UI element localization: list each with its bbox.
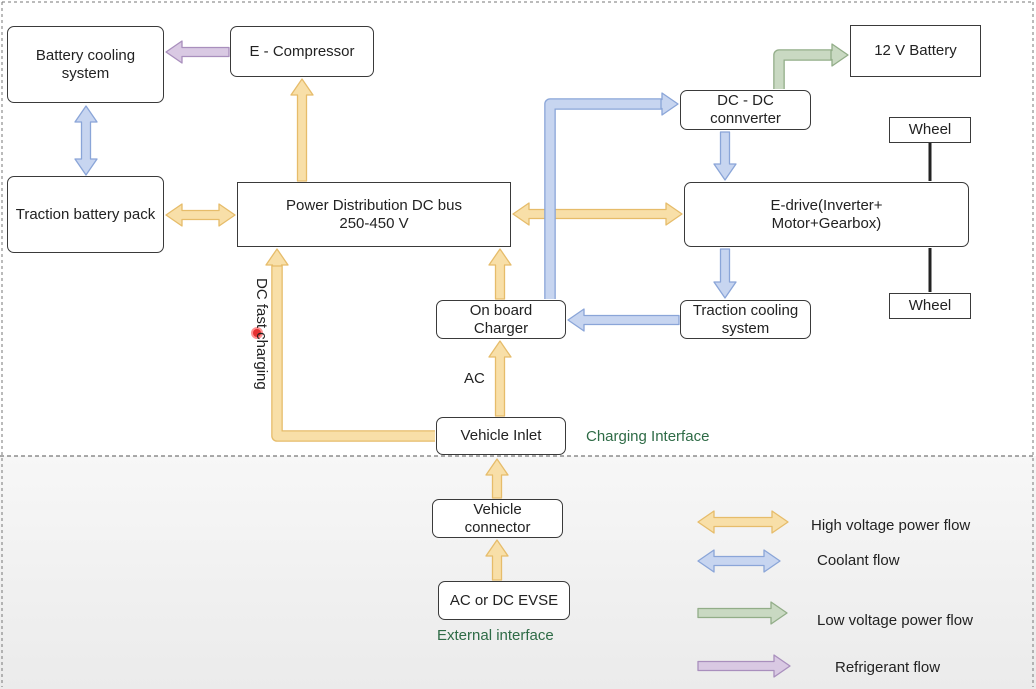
coolant-arrow-dcdc-to-edrive — [713, 131, 737, 181]
hv-arrow-bus-to-edrive — [512, 202, 683, 226]
traction-cooling-system-box: Traction cooling system — [680, 300, 811, 339]
coolant-arrow-charger-to-dcdc-outline — [544, 98, 662, 299]
legend-label-low-voltage: Low voltage power flow — [817, 612, 973, 629]
coolant-arrow-charger-to-dcdc-head — [660, 92, 679, 116]
vehicle-inlet-box: Vehicle Inlet — [436, 417, 566, 455]
legend-label-high-voltage: High voltage power flow — [811, 517, 971, 534]
lv-arrow-dcdc-to-12v-head — [830, 43, 849, 67]
external-zone-background — [0, 456, 1036, 689]
coolant-arrow-edrive-to-cooling — [713, 248, 737, 299]
hv-arrow-battery-to-bus — [165, 203, 236, 227]
hv-arrow-inlet-to-charger — [488, 340, 512, 417]
vehicle-connector-box: Vehicle connector — [432, 499, 563, 538]
charging-interface-label: Charging Interface — [586, 428, 710, 445]
evse-box: AC or DC EVSE — [438, 581, 570, 620]
dc-fast-charging-label: DC fast charging — [253, 278, 270, 390]
pointer-dot — [251, 327, 263, 339]
coolant-arrow-charger-to-dcdc-body — [545, 99, 662, 299]
battery-cooling-system-box: Battery cooling system — [7, 26, 164, 103]
12v-battery-box: 12 V Battery — [850, 25, 981, 77]
legend-label-coolant: Coolant flow — [817, 552, 900, 569]
coolant-arrow-battery-cooling — [74, 105, 98, 176]
hv-arrow-dc-fast-charging-head — [265, 248, 289, 267]
external-interface-label: External interface — [437, 627, 554, 644]
onboard-charger-box: On board Charger — [436, 300, 566, 339]
wheel-bottom-box: Wheel — [889, 293, 971, 319]
hv-arrow-dc-fast-charging-outline — [271, 265, 435, 442]
lv-arrow-dcdc-to-12v-body — [774, 50, 832, 89]
legend-coolant-arrow — [697, 549, 781, 573]
hv-arrow-dc-fast-charging-body — [272, 265, 435, 441]
wheel-top-box: Wheel — [889, 117, 971, 143]
legend-high-voltage-arrow — [697, 510, 789, 534]
lv-arrow-dcdc-to-12v-outline — [773, 49, 832, 89]
legend-low-voltage-arrow — [697, 601, 788, 625]
hv-arrow-connector-to-inlet — [485, 458, 509, 499]
legend-refrigerant-arrow — [697, 654, 791, 678]
traction-battery-pack-box: Traction battery pack — [7, 176, 164, 253]
dc-dc-converter-box: DC - DC connverter — [680, 90, 811, 130]
legend-label-refrigerant: Refrigerant flow — [835, 659, 941, 676]
refrigerant-arrow-compressor-to-cooling — [165, 40, 230, 64]
hv-arrow-charger-to-bus — [488, 248, 512, 300]
hv-arrow-evse-to-connector — [485, 539, 509, 581]
coolant-arrow-cooling-to-charger — [567, 308, 680, 332]
ac-label: AC — [464, 370, 485, 387]
power-distribution-dc-bus-box: Power Distribution DC bus 250-450 V — [237, 182, 511, 247]
e-compressor-box: E - Compressor — [230, 26, 374, 77]
hv-arrow-bus-to-compressor — [290, 78, 314, 182]
e-drive-box: E-drive(Inverter+ Motor+Gearbox) — [684, 182, 969, 247]
